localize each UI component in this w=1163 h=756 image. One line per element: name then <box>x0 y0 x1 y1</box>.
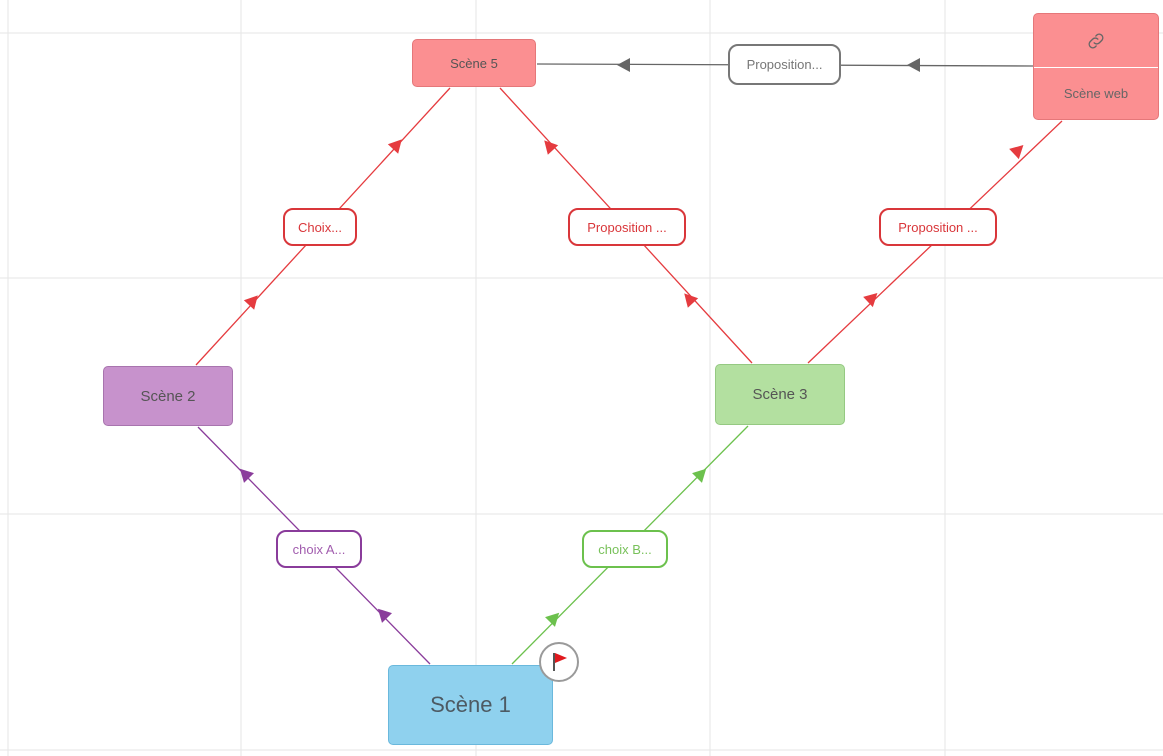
choix-b-text: choix B... <box>598 541 652 557</box>
proposition-text: Proposition... <box>746 57 823 72</box>
scene-web-icon-area <box>1034 14 1158 68</box>
scene-3-label: Scène 3 <box>752 386 808 403</box>
arrow-head <box>907 58 920 72</box>
arrow-head <box>684 293 699 308</box>
arrow-head <box>243 295 258 310</box>
proposition-text: Proposition ... <box>587 219 667 235</box>
edge-label-proposition-scene3-web[interactable]: Proposition ... <box>879 208 997 246</box>
edge-label-choix[interactable]: Choix... <box>283 208 357 246</box>
scene-5-node[interactable]: Scène 5 <box>412 39 536 87</box>
arrow-head <box>239 468 255 483</box>
scene-1-node[interactable]: Scène 1 <box>388 665 553 745</box>
edge-label-proposition-scene3-scene5[interactable]: Proposition ... <box>568 208 686 246</box>
arrow-head <box>617 58 630 72</box>
scene-web-label-area: Scène web <box>1034 68 1158 119</box>
start-scene-badge[interactable] <box>539 642 579 682</box>
link-icon <box>1088 33 1104 48</box>
arrow-head <box>692 468 707 483</box>
arrow-head <box>377 608 393 623</box>
scene-2-label: Scène 2 <box>140 387 196 405</box>
scene-2-node[interactable]: Scène 2 <box>103 366 233 426</box>
scene-5-label: Scène 5 <box>450 55 498 71</box>
choix-a-text: choix A... <box>292 541 346 557</box>
scene-3-node[interactable]: Scène 3 <box>715 364 845 425</box>
flag-icon <box>553 653 567 671</box>
arrow-head <box>1009 145 1024 160</box>
arrow-head <box>387 139 402 154</box>
arrow-head <box>863 293 878 308</box>
edge-label-choix-b[interactable]: choix B... <box>582 530 668 568</box>
arrow-head <box>545 612 560 627</box>
arrow-head <box>544 140 559 155</box>
proposition-text: Proposition ... <box>898 219 978 235</box>
choix-text: Choix... <box>297 219 343 235</box>
scene-1-label: Scène 1 <box>430 692 511 717</box>
scene-web-node[interactable]: Scène web <box>1033 13 1159 120</box>
edge-label-proposition-web-scene5[interactable]: Proposition... <box>728 44 841 85</box>
edge-label-choix-a[interactable]: choix A... <box>276 530 362 568</box>
scene-web-label: Scène web <box>1063 86 1129 101</box>
